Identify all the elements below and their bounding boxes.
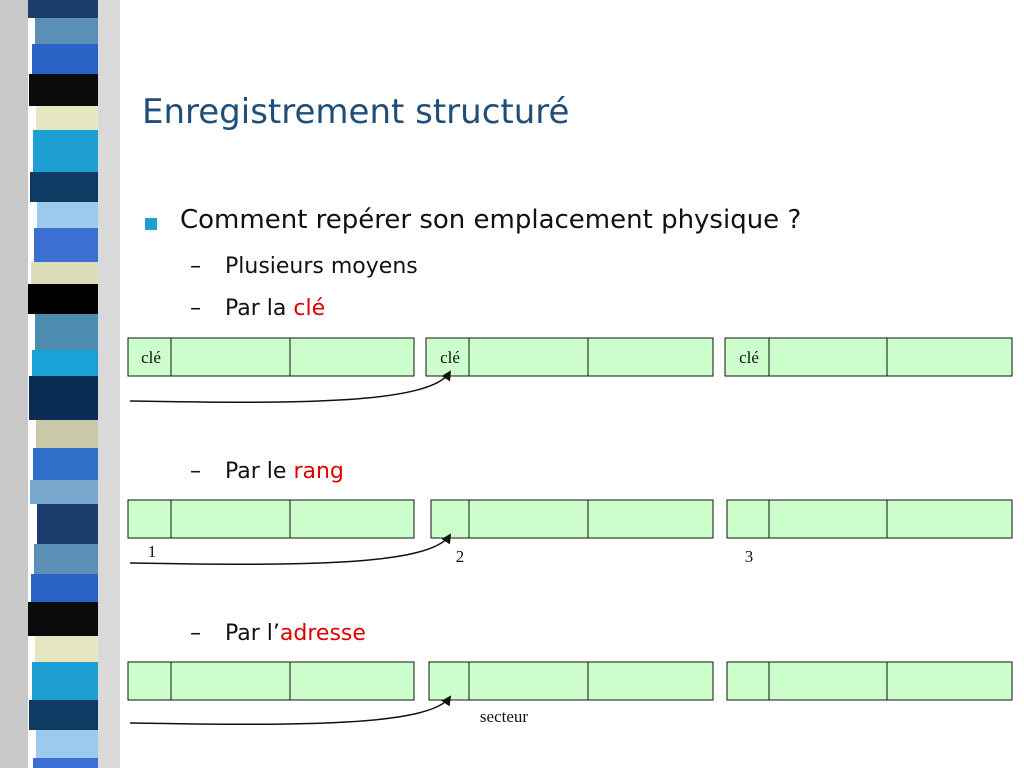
record-key-cell bbox=[127, 661, 172, 701]
dash: – bbox=[190, 296, 201, 321]
record-field-cell bbox=[170, 499, 291, 539]
record-field-cell bbox=[468, 499, 589, 539]
record-key-cell bbox=[726, 499, 770, 539]
sub-item-text: Par la bbox=[225, 296, 294, 321]
address-record-2 bbox=[428, 661, 714, 701]
sub-item-text: Par le bbox=[225, 459, 294, 484]
rank-record-3 bbox=[726, 499, 1013, 539]
rank-record-1 bbox=[127, 499, 415, 539]
key-cell-label-2: clé bbox=[440, 348, 460, 367]
record-field-cell bbox=[289, 337, 415, 377]
stripe-block bbox=[36, 106, 98, 130]
main-bullet: Comment repérer son emplacement physique… bbox=[180, 205, 802, 235]
record-field-cell bbox=[886, 661, 1013, 701]
sub-item-par-le-rang: –Par le rang bbox=[190, 459, 344, 484]
record-field-cell bbox=[170, 661, 291, 701]
rank-label-1: 1 bbox=[148, 542, 157, 561]
address-sector-label: secteur bbox=[480, 707, 528, 726]
dash: – bbox=[190, 459, 201, 484]
record-key-cell bbox=[425, 337, 470, 377]
record-key-cell bbox=[127, 499, 172, 539]
record-field-cell bbox=[468, 661, 589, 701]
slide-title: Enregistrement structuré bbox=[142, 92, 570, 132]
address-record-1 bbox=[127, 661, 415, 701]
key-record-1 bbox=[127, 337, 415, 377]
key-record-3 bbox=[724, 337, 1013, 377]
record-field-cell bbox=[289, 661, 415, 701]
stripe-block bbox=[32, 662, 98, 700]
stripe-block bbox=[33, 448, 98, 480]
rank-label-2: 2 bbox=[456, 547, 465, 566]
record-field-cell bbox=[587, 661, 714, 701]
record-key-cell bbox=[428, 661, 470, 701]
stripe-block bbox=[31, 262, 98, 284]
stripe-block bbox=[35, 314, 98, 350]
stripe-block bbox=[29, 376, 98, 420]
sub-item-highlight: clé bbox=[293, 296, 326, 321]
sub-item-text: Par l’ bbox=[225, 621, 280, 646]
sub-item-par-l-adresse: –Par l’adresse bbox=[190, 621, 366, 646]
record-field-cell bbox=[768, 661, 888, 701]
record-field-cell bbox=[587, 337, 714, 377]
rank-arrow bbox=[129, 533, 452, 565]
stripe-block bbox=[29, 74, 98, 106]
record-field-cell bbox=[886, 499, 1013, 539]
address-record-3 bbox=[726, 661, 1013, 701]
stripe-block bbox=[33, 758, 98, 768]
dash: – bbox=[190, 621, 201, 646]
stripe-block bbox=[36, 420, 98, 448]
stripe-block bbox=[35, 18, 98, 44]
sub-item-par-la-cle: –Par la clé bbox=[190, 296, 325, 321]
stripe-block bbox=[31, 574, 98, 602]
sub-item-text: Plusieurs moyens bbox=[225, 254, 418, 279]
record-field-cell bbox=[587, 499, 714, 539]
stripe-block bbox=[29, 700, 98, 730]
rank-label-3: 3 bbox=[745, 547, 754, 566]
stripe-block bbox=[34, 228, 98, 262]
stripe-block bbox=[30, 172, 98, 202]
sub-item-plusieurs-moyens: –Plusieurs moyens bbox=[190, 254, 418, 279]
stripe-block bbox=[37, 504, 98, 544]
stripe-block bbox=[36, 730, 98, 758]
record-key-cell bbox=[726, 661, 770, 701]
rank-record-2 bbox=[430, 499, 714, 539]
record-field-cell bbox=[768, 337, 888, 377]
stripe-block bbox=[28, 602, 98, 636]
record-field-cell bbox=[289, 499, 415, 539]
record-field-cell bbox=[468, 337, 589, 377]
record-field-cell bbox=[886, 337, 1013, 377]
dash: – bbox=[190, 254, 201, 279]
decorative-stripe bbox=[0, 0, 120, 768]
stripe-block bbox=[28, 284, 98, 314]
record-key-cell bbox=[127, 337, 172, 377]
sub-item-highlight: rang bbox=[293, 459, 344, 484]
key-arrow bbox=[129, 370, 452, 403]
record-key-cell bbox=[430, 499, 470, 539]
stripe-block bbox=[35, 636, 98, 662]
stripe-block bbox=[37, 202, 98, 228]
stripe-block bbox=[33, 130, 98, 172]
stripe-block bbox=[34, 544, 98, 574]
key-cell-label-3: clé bbox=[739, 348, 759, 367]
sub-item-highlight: adresse bbox=[279, 621, 366, 646]
key-cell-label-1: clé bbox=[141, 348, 161, 367]
key-record-2 bbox=[425, 337, 714, 377]
stripe-block bbox=[30, 480, 98, 504]
record-field-cell bbox=[768, 499, 888, 539]
record-field-cell bbox=[170, 337, 291, 377]
stripe-block bbox=[28, 0, 98, 18]
stripe-block bbox=[32, 44, 98, 74]
bullet-square-icon bbox=[145, 218, 157, 230]
stripe-block bbox=[32, 350, 98, 376]
address-arrow bbox=[129, 695, 452, 726]
